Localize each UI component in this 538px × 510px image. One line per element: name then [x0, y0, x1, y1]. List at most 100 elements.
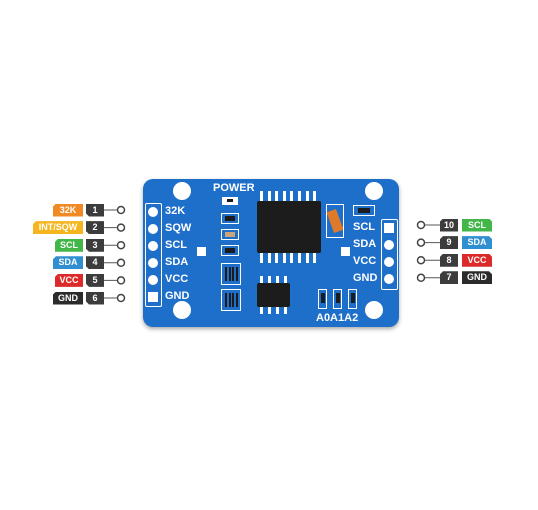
- right-callout-label: VCC: [462, 254, 492, 267]
- leader-end-dot: [116, 293, 126, 303]
- header-pad: [148, 224, 158, 234]
- leader-end-dot: [416, 238, 426, 247]
- chip-pin: [298, 191, 301, 201]
- left-pin-label: SQW: [165, 222, 192, 234]
- header-pad: [384, 274, 394, 284]
- resistor-network: [221, 289, 241, 311]
- header-pad: [148, 275, 158, 285]
- address-jumper-a2: [348, 289, 357, 309]
- chip-pin: [298, 253, 301, 263]
- chip-pin: [260, 191, 263, 201]
- right-pin-label: VCC: [353, 255, 377, 267]
- right-pin-label: SDA: [353, 238, 377, 250]
- right-pin-label: SCL: [353, 221, 375, 233]
- header-pad: [384, 257, 394, 267]
- chip-pin: [276, 307, 279, 314]
- chip-pin: [282, 191, 286, 201]
- power-label: POWER: [213, 182, 255, 194]
- test-pad: [197, 247, 206, 256]
- leader-end-dot: [116, 276, 126, 285]
- right-pin-header: [381, 219, 398, 290]
- resistor-element: [225, 293, 227, 307]
- address-jumper-a1: [333, 289, 342, 309]
- left-callout-label: SDA: [53, 256, 83, 270]
- mounting-hole: [365, 182, 383, 200]
- chip-pin: [290, 191, 294, 201]
- left-callout-number: 1: [86, 204, 104, 217]
- leader-end-dot: [116, 223, 126, 232]
- leader-end-dot: [116, 205, 126, 215]
- resistor-element: [232, 267, 234, 281]
- left-callout-number: 6: [86, 292, 104, 305]
- left-callout-label: GND: [53, 291, 83, 305]
- chip-pin: [267, 253, 271, 263]
- header-pad: [148, 241, 158, 251]
- mounting-hole: [173, 301, 191, 319]
- resistor-element: [235, 267, 238, 281]
- left-callout-number: 2: [86, 221, 104, 234]
- mounting-hole: [173, 182, 191, 200]
- chip-pin: [284, 307, 287, 314]
- header-pad: [148, 258, 158, 268]
- header-pad-square: [148, 292, 158, 302]
- left-pin-header: [145, 203, 162, 307]
- left-callout-number: 5: [86, 274, 104, 287]
- mounting-hole: [365, 301, 383, 319]
- left-pin-label: SDA: [165, 256, 189, 268]
- resistor: [221, 213, 239, 224]
- chip-pin: [275, 191, 279, 201]
- chip-pin: [276, 276, 279, 283]
- chip-pin: [284, 276, 287, 283]
- left-pin-label: GND: [165, 290, 190, 302]
- leader-end-dot: [116, 240, 126, 250]
- right-callout-label: SDA: [462, 236, 492, 249]
- header-pad-square: [384, 223, 394, 233]
- capacitor: [221, 229, 239, 240]
- crystal-outline: [326, 204, 344, 238]
- address-label: A0A1A2: [316, 312, 359, 324]
- chip-pin: [260, 307, 263, 314]
- resistor: [221, 245, 239, 256]
- power-led: [222, 197, 238, 205]
- chip-pin: [275, 253, 279, 263]
- resistor-element: [235, 293, 238, 307]
- chip-pin: [305, 253, 309, 263]
- right-callout-number: 7: [440, 271, 458, 285]
- right-callout-label: GND: [462, 271, 492, 284]
- resistor-element: [225, 267, 227, 281]
- left-callout-label: SCL: [55, 238, 83, 252]
- chip-pin: [260, 253, 263, 263]
- header-pad: [148, 207, 158, 217]
- chip-pin: [260, 276, 263, 283]
- resistor-element: [228, 293, 231, 307]
- left-callout-label: 32K: [53, 203, 83, 217]
- resistor-element: [228, 267, 231, 281]
- leader-end-dot: [416, 220, 426, 230]
- left-pin-label: SCL: [165, 239, 187, 251]
- test-pad: [341, 247, 350, 256]
- chip-pin: [313, 191, 317, 201]
- left-callout-number: 3: [86, 239, 104, 252]
- chip-pin: [282, 253, 286, 263]
- resistor-network: [221, 263, 241, 285]
- left-pin-label: VCC: [165, 273, 189, 285]
- address-jumper-a0: [318, 289, 327, 309]
- left-callout-label: VCC: [55, 273, 83, 287]
- chip-pin: [268, 307, 271, 314]
- header-pad: [384, 240, 394, 250]
- right-callout-label: SCL: [462, 219, 492, 232]
- chip-pin: [268, 276, 271, 283]
- right-callout-number: 10: [440, 218, 458, 232]
- leader-end-dot: [416, 273, 426, 283]
- chip-pin: [267, 191, 271, 201]
- eeprom-chip: [257, 283, 290, 307]
- rtc-chip: [257, 201, 321, 253]
- chip-pin: [290, 253, 294, 263]
- leader-end-dot: [416, 255, 426, 265]
- leader-end-dot: [116, 258, 126, 268]
- right-callout-number: 9: [440, 236, 458, 250]
- chip-pin: [313, 253, 317, 263]
- right-callout-number: 8: [440, 253, 458, 267]
